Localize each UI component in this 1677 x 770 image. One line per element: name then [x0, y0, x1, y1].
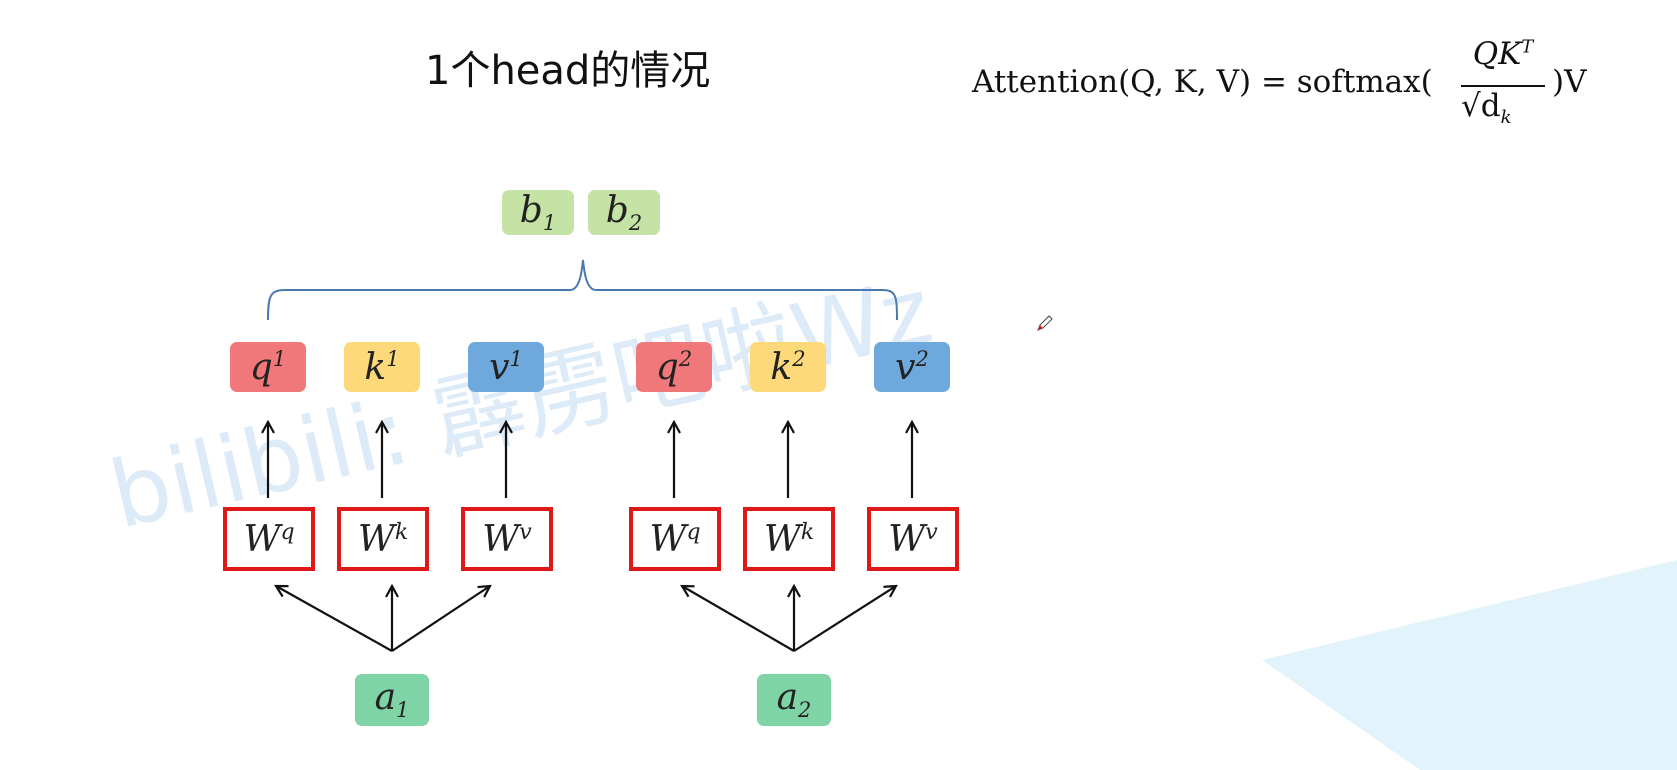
- corner-decoration-shape: [1262, 560, 1677, 770]
- key-vector-2: k2: [750, 342, 826, 392]
- formula-lhs: Attention(Q, K, V) = softmax(: [972, 64, 1433, 100]
- value-vector-2: v2: [874, 342, 950, 392]
- input-a1: a1: [355, 674, 429, 726]
- formula-numerator: QKT: [1472, 36, 1534, 72]
- output-b2: b2: [588, 190, 660, 235]
- fraction-bar: [1461, 85, 1545, 87]
- arrow-a2-to-wq: [682, 586, 795, 652]
- page-title: 1个head的情况: [425, 48, 711, 94]
- arrow-a1-to-wq: [276, 586, 393, 652]
- arrow-a2-to-wv: [793, 586, 896, 652]
- query-vector-1: q1: [230, 342, 306, 392]
- arrow-a1-to-wv: [391, 586, 490, 652]
- pencil-cursor-icon: [1037, 315, 1053, 331]
- formula-tail: )V: [1552, 64, 1587, 100]
- group-brace: [267, 259, 898, 321]
- input-a2: a2: [757, 674, 831, 726]
- formula-denominator: √dk: [1461, 88, 1512, 129]
- output-b1: b1: [502, 190, 574, 235]
- key-vector-1: k1: [344, 342, 420, 392]
- value-vector-1: v1: [468, 342, 544, 392]
- query-vector-2: q2: [636, 342, 712, 392]
